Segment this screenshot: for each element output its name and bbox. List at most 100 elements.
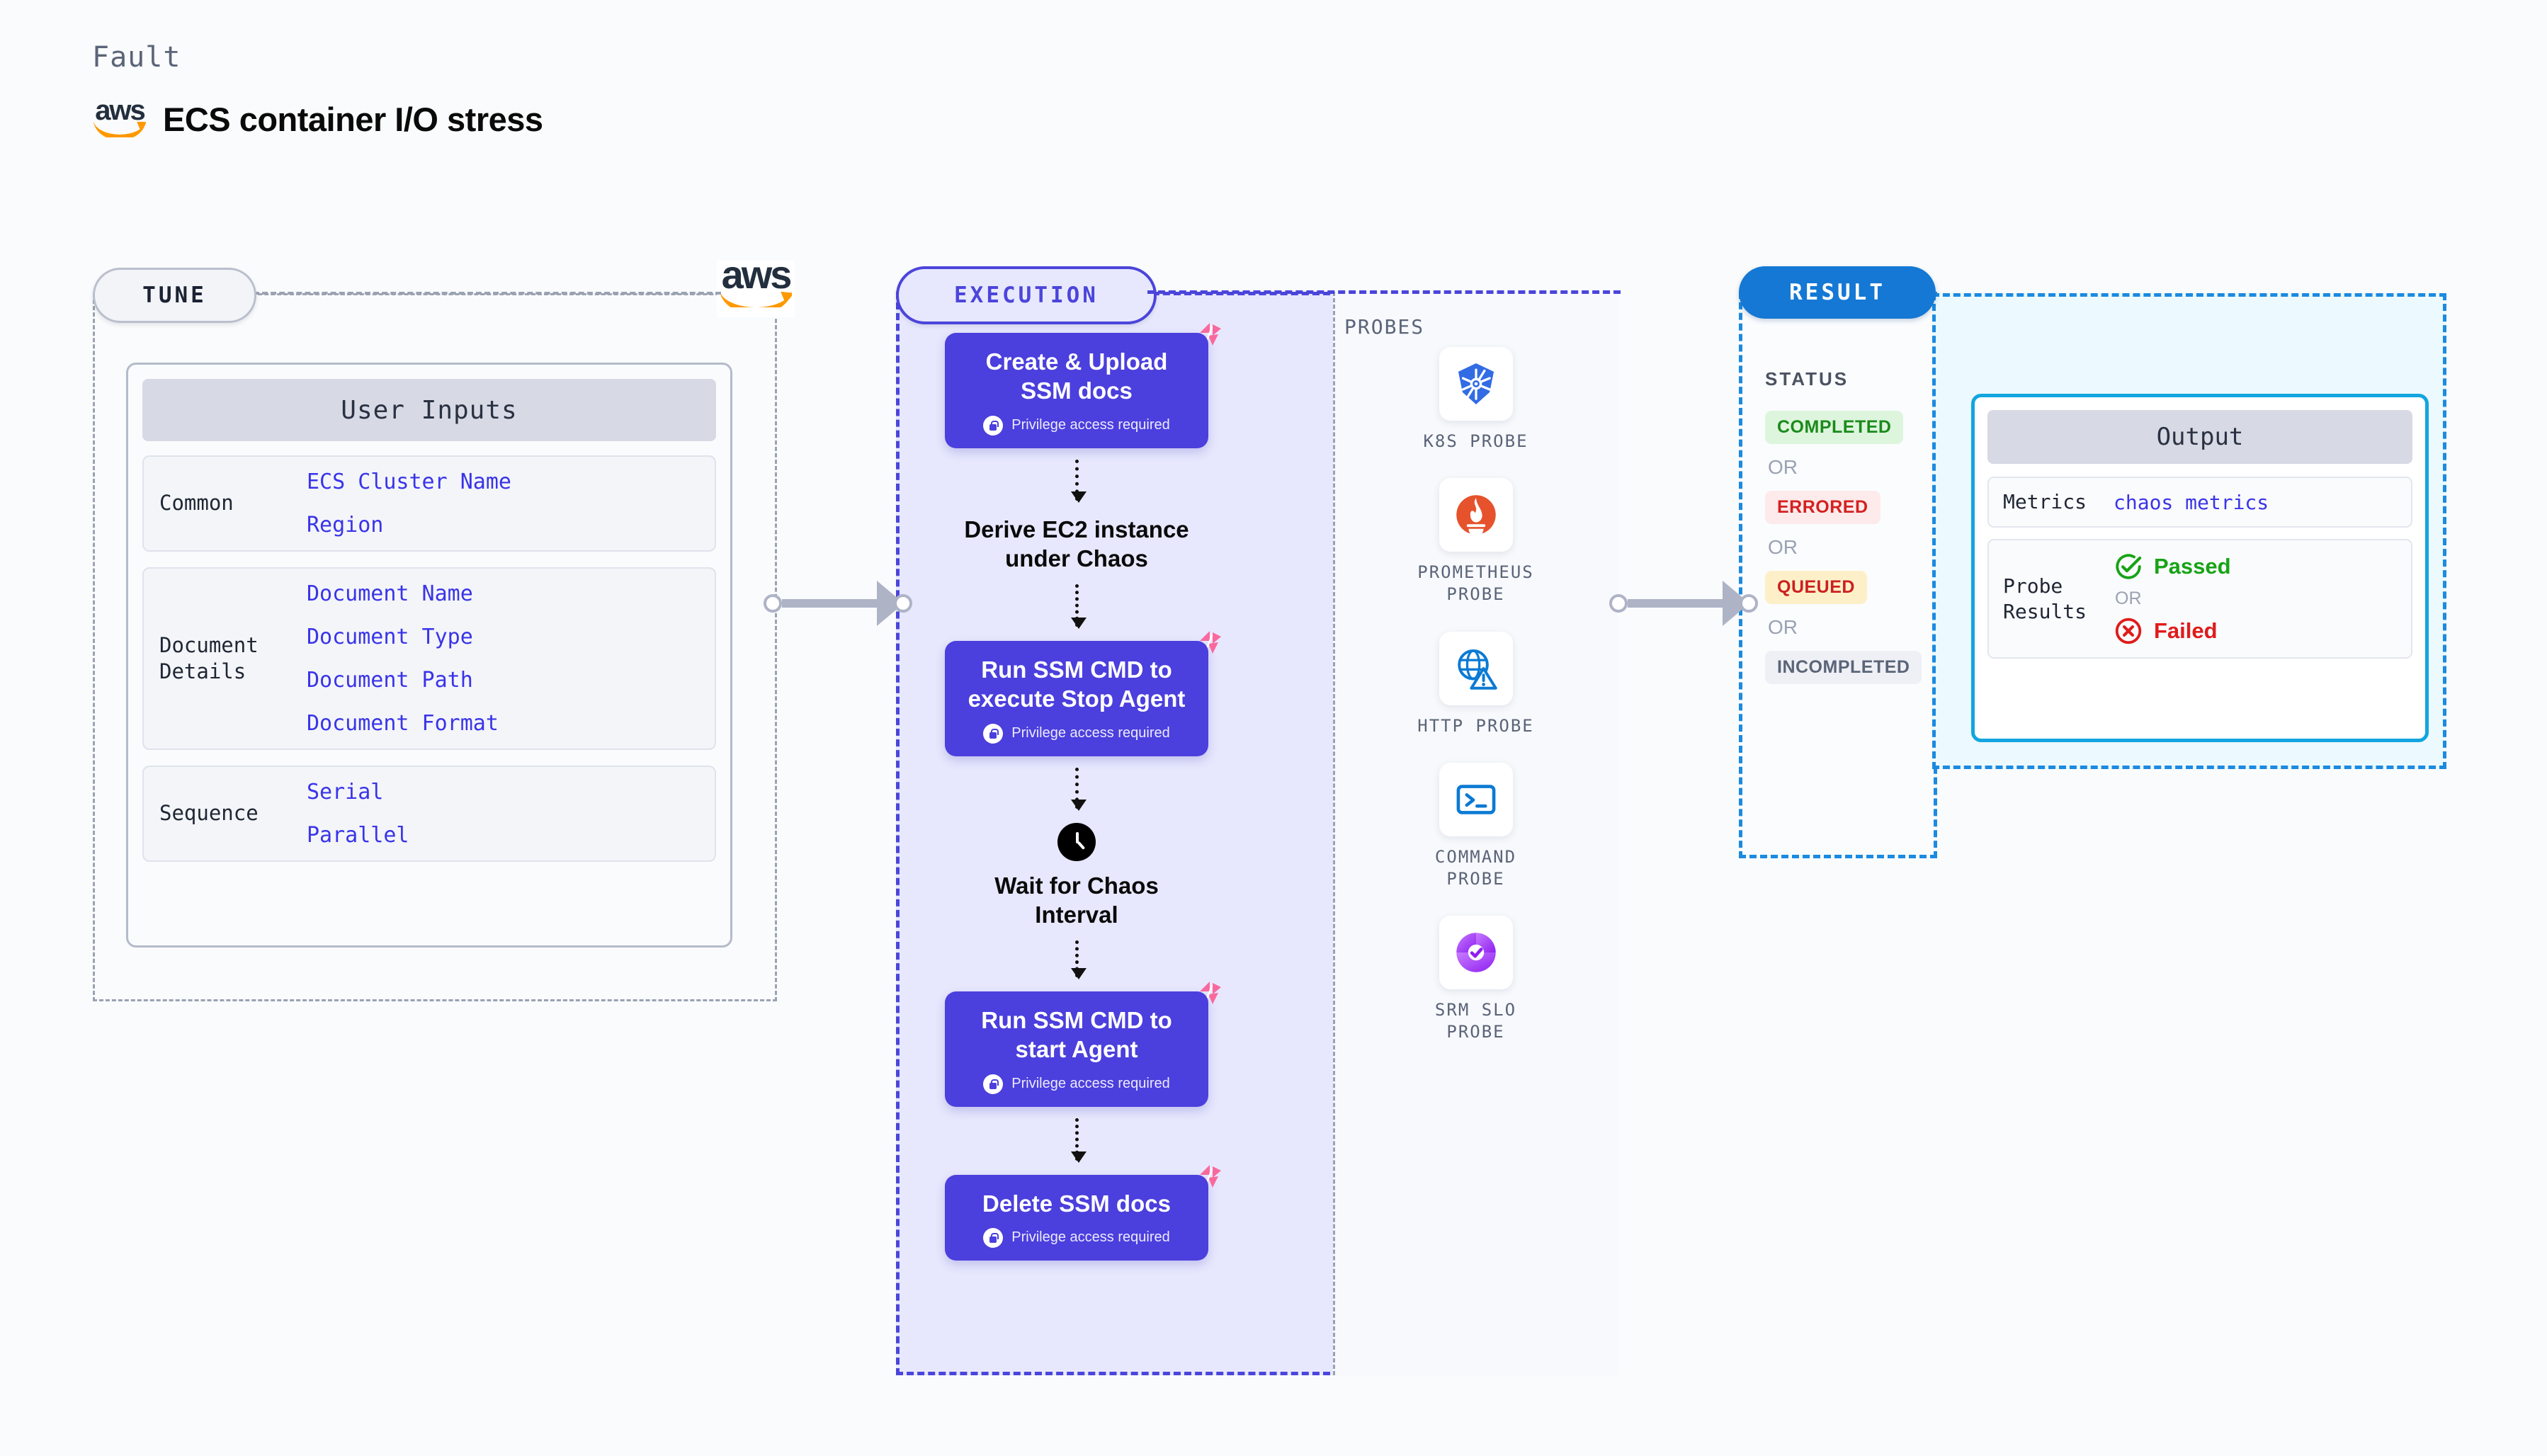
privilege-text: Privilege access required xyxy=(1011,417,1170,433)
status-or-separator: OR xyxy=(1768,456,1798,478)
title-row: aws ECS container I/O stress xyxy=(92,95,543,139)
status-badge[interactable]: INCOMPLETED xyxy=(1765,651,1922,684)
input-value[interactable]: Region xyxy=(307,513,384,538)
privilege-text: Privilege access required xyxy=(1011,1229,1170,1246)
output-title: Output xyxy=(1987,410,2412,464)
probe-label: HTTP PROBE xyxy=(1417,715,1534,736)
arrow-line xyxy=(1628,599,1723,608)
input-value[interactable]: Document Name xyxy=(307,581,473,606)
probe-item[interactable]: HTTP PROBE xyxy=(1333,631,1618,737)
tune-dashed-connector xyxy=(254,292,721,295)
status-badge[interactable]: QUEUED xyxy=(1765,571,1867,604)
clock-icon xyxy=(1057,822,1096,861)
status-or-separator: OR xyxy=(1768,536,1798,558)
lock-icon xyxy=(983,1074,1004,1094)
arrow-end-dot xyxy=(1740,594,1758,613)
page-title: ECS container I/O stress xyxy=(163,100,543,138)
input-value[interactable]: Serial xyxy=(307,780,384,804)
metrics-label: Metrics xyxy=(2003,490,2087,513)
input-value[interactable]: Document Format xyxy=(307,711,499,736)
failed-label: Failed xyxy=(2154,618,2218,644)
tune-stage-badge[interactable]: TUNE xyxy=(93,268,256,323)
arrow-start-dot xyxy=(1609,594,1628,613)
probe-results-values: Passed OR Failed xyxy=(2114,552,2231,646)
status-badge[interactable]: ERRORED xyxy=(1765,491,1881,524)
arrow-end-dot xyxy=(894,594,912,613)
status-badge-wrap: QUEUED xyxy=(1765,571,1921,604)
lock-icon xyxy=(983,723,1004,744)
probe-item[interactable]: K8S PROBE xyxy=(1333,347,1618,453)
metrics-value[interactable]: chaos metrics xyxy=(2114,490,2269,514)
flow-connector-arrow-icon xyxy=(1070,1117,1087,1163)
probe-label: K8S PROBE xyxy=(1423,431,1528,451)
input-value[interactable]: Document Path xyxy=(307,668,473,693)
terminal-icon xyxy=(1439,762,1513,836)
fault-kicker: Fault xyxy=(92,41,181,74)
chaos-corner-badge-icon xyxy=(1189,1159,1224,1195)
privilege-notice: Privilege access required xyxy=(945,415,1208,436)
chaos-corner-badge-icon xyxy=(1189,625,1224,661)
status-badge-stack: COMPLETED OR ERRORED OR QUEUED OR INCOMPLETED xyxy=(1765,411,1922,684)
input-value[interactable]: Parallel xyxy=(307,823,409,848)
lock-icon xyxy=(983,415,1004,436)
user-inputs-title: User Inputs xyxy=(142,379,716,441)
lock-icon xyxy=(983,1227,1004,1248)
x-circle-icon xyxy=(2115,618,2142,644)
arrow-start-dot xyxy=(764,594,782,613)
prometheus-icon xyxy=(1439,478,1513,552)
status-badge-wrap: COMPLETED xyxy=(1765,411,1921,444)
result-stage-badge[interactable]: RESULT xyxy=(1739,266,1936,319)
input-value[interactable]: ECS Cluster Name xyxy=(307,470,511,494)
status-badge[interactable]: COMPLETED xyxy=(1765,411,1904,444)
probes-title: PROBES xyxy=(1344,315,1425,339)
kubernetes-icon xyxy=(1439,347,1513,421)
passed-label: Passed xyxy=(2154,554,2231,579)
chaos-corner-badge-icon xyxy=(1189,976,1224,1011)
status-title: STATUS xyxy=(1765,368,1849,389)
http-globe-icon xyxy=(1439,631,1513,705)
execution-to-result-arrow xyxy=(1609,581,1758,626)
input-group-label: Sequence xyxy=(159,801,259,826)
page-header: Fault aws ECS container I/O stress xyxy=(92,41,543,139)
status-or-separator: OR xyxy=(1768,616,1798,638)
probe-result-passed: Passed xyxy=(2114,552,2231,581)
flow-connector-arrow-icon xyxy=(1070,767,1087,811)
input-group-label: Common xyxy=(159,491,234,516)
tune-aws-smile-icon xyxy=(720,292,792,307)
execution-dashed-connector xyxy=(1147,290,1621,294)
privilege-text: Privilege access required xyxy=(1011,1076,1170,1091)
flow-connector-arrow-icon xyxy=(1070,584,1087,629)
input-value[interactable]: Document Type xyxy=(307,625,473,649)
chaos-corner-badge-icon xyxy=(1189,317,1224,353)
check-circle-icon xyxy=(2116,554,2142,579)
execution-stage-badge[interactable]: EXECUTION xyxy=(896,266,1157,324)
privilege-notice: Privilege access required xyxy=(945,1227,1208,1248)
aws-wordmark: aws xyxy=(95,95,146,126)
tune-to-execution-arrow xyxy=(764,581,912,626)
